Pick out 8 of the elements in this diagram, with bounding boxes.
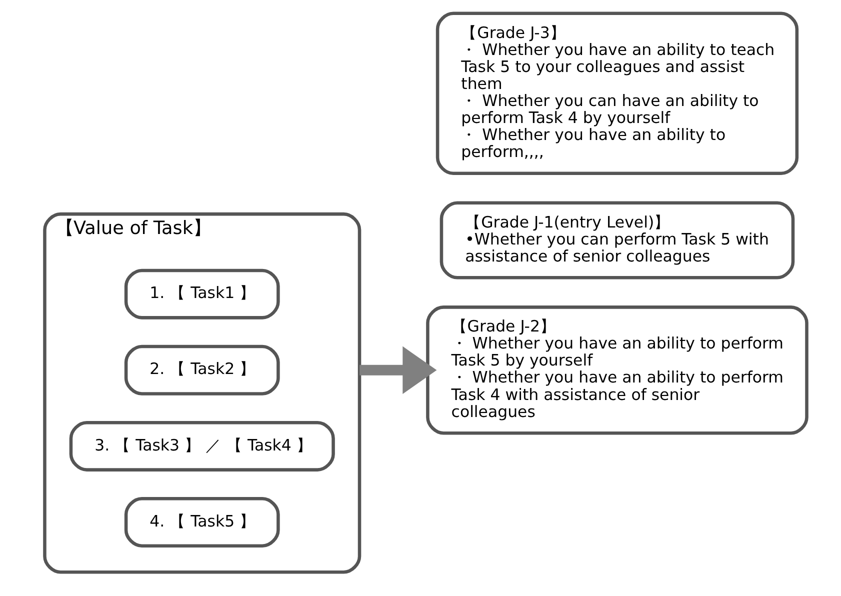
node-box: 【Grade J-3】 ・ Whether you have an ability to teach Task 5 to your colleagues and assist them ・ Whether you can have an ability to perform Task 4 by yourself ・ Whether you have an ability to perform,,,, [436,12,799,176]
node-box: 【Grade J-1(entry Level)】 •Whether you can perform Task 5 with assistance of senior colleagues [440,201,795,280]
node-box: 【Grade J-2】 ・ Whether you have an ability to perform Task 5 by yourself ・ Whether you have an ability to perform Task 4 with assistance of senior colleagues [426,306,808,435]
node-box: 4. 【 Task5 】 [124,497,280,548]
node-box: 3. 【 Task3 】 ／ 【 Task4 】 [69,420,335,472]
node-box: 2. 【 Task2 】 [124,344,280,396]
node-box: 1. 【 Task1 】 [124,268,280,320]
arrow [360,346,437,394]
